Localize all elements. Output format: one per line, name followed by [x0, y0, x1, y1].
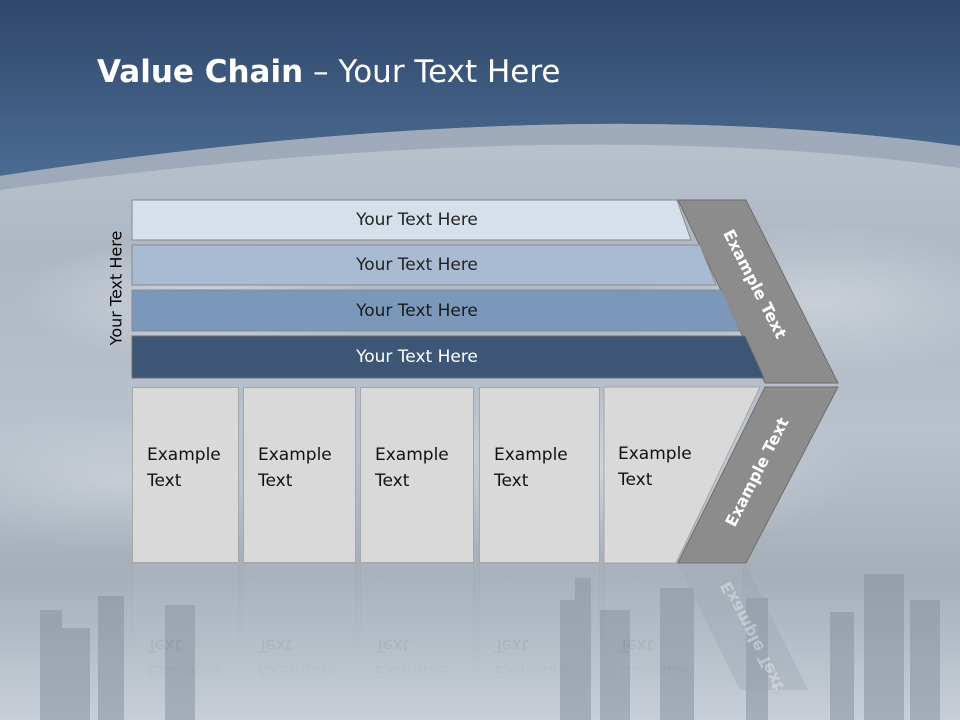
reflect-line1: Example [619, 661, 693, 681]
activity-box-5-shape [603, 386, 761, 564]
bar-2 [131, 244, 717, 286]
box-reflection-4: Example Text [479, 563, 600, 720]
title-rest: – Your Text Here [303, 54, 561, 90]
bar-3 [131, 289, 741, 332]
reflect-line2: Text [375, 635, 410, 655]
box-line2: Text [147, 471, 182, 491]
reflect-line2: Text [494, 635, 529, 655]
reflect-line2: Text [619, 635, 654, 655]
bar-label: Your Text Here [356, 347, 478, 367]
box-line2: Text [618, 470, 653, 490]
box-reflection-2: Example Text [243, 563, 356, 720]
box-line2: Text [375, 471, 410, 491]
reflect-line1: Example [494, 661, 568, 681]
reflect-line2: Text [258, 635, 293, 655]
reflect-line1: Example [147, 661, 221, 681]
box-line2: Text [494, 471, 529, 491]
box-line2: Text [258, 471, 293, 491]
bar-label: Your Text Here [356, 300, 478, 321]
bar-1-label: Your Text Here [132, 200, 702, 240]
box-line1: Example [147, 445, 221, 465]
box-line1: Example [375, 445, 449, 465]
bar-4-label: Your Text Here [132, 336, 702, 378]
page-title: Value Chain – Your Text Here [97, 54, 560, 90]
bar-1 [131, 199, 692, 241]
bar-label: Your Text Here [356, 255, 478, 275]
reflect-line1: Example [258, 661, 332, 681]
box-reflection-1: Example Text [132, 563, 239, 720]
bar-3-label: Your Text Here [132, 290, 702, 331]
bar-4 [131, 335, 765, 379]
chevron-reflection [678, 565, 808, 690]
box-reflection-3: Example Text [360, 563, 474, 720]
box-line1: Example [494, 445, 568, 465]
chevron-lower [677, 386, 839, 564]
reflect-line2: Text [147, 635, 182, 655]
box-line1: Example [618, 444, 692, 464]
title-bold: Value Chain [97, 54, 304, 90]
bar-2-label: Your Text Here [132, 245, 702, 285]
header-swoosh [0, 123, 960, 190]
box-line1: Example [258, 445, 332, 465]
reflect-line1: Example [375, 661, 449, 681]
city-skyline [40, 574, 940, 720]
bar-label: Your Text Here [356, 210, 478, 230]
header-band [0, 0, 960, 176]
